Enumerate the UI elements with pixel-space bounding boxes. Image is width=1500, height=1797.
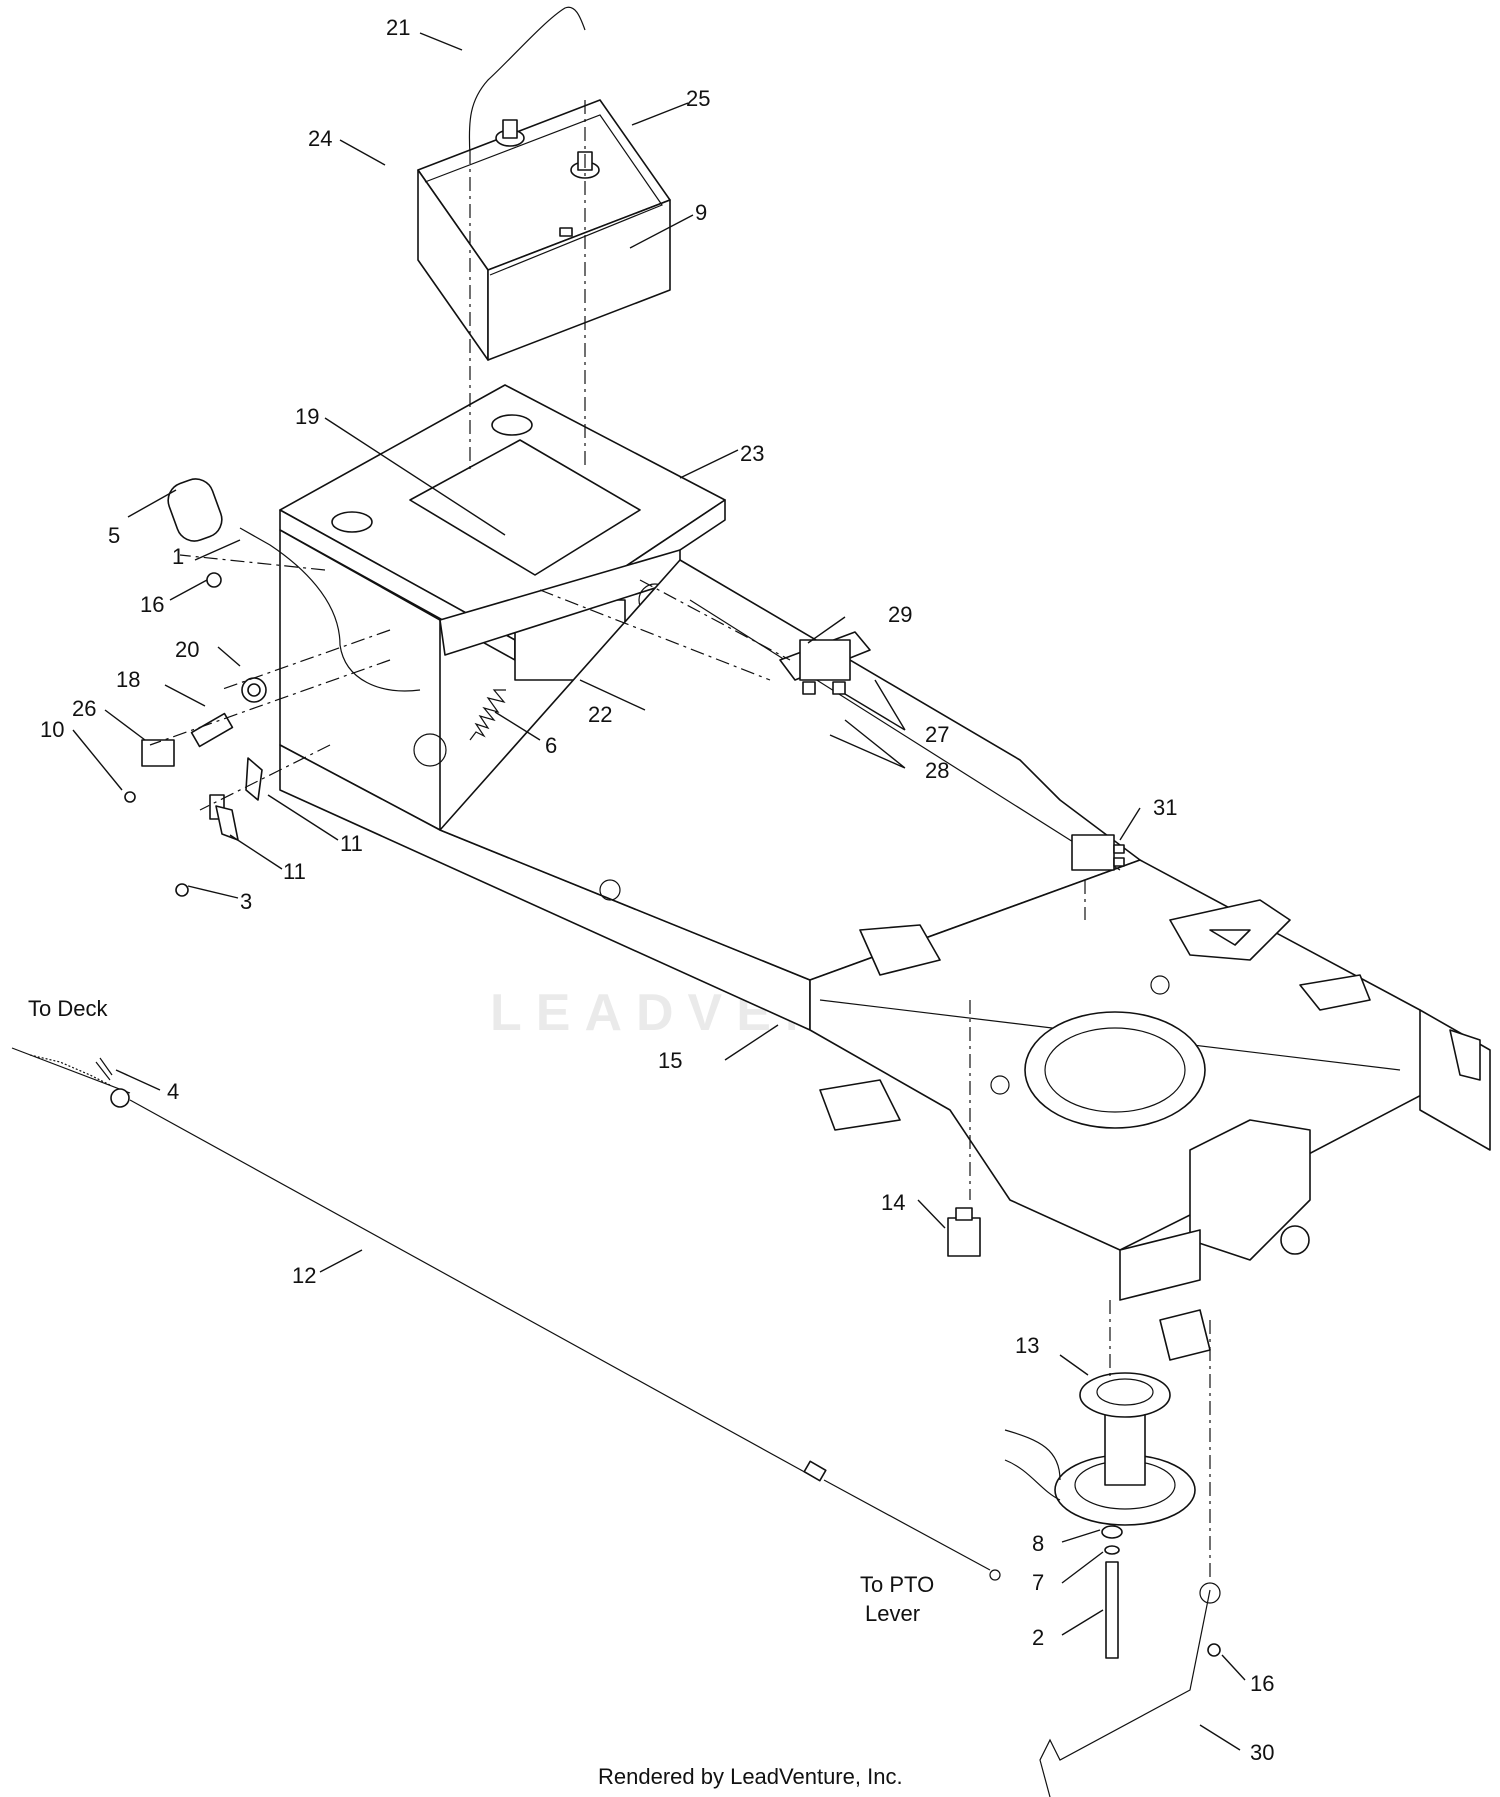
callout: 15 <box>658 1048 682 1073</box>
callout: 11 <box>340 831 363 856</box>
callout: 23 <box>740 441 764 466</box>
callout: 6 <box>545 733 557 758</box>
callout: 7 <box>1032 1570 1044 1595</box>
lever-assembly <box>124 478 421 897</box>
callout: 14 <box>881 1190 905 1215</box>
callout: 29 <box>888 602 912 627</box>
bolt <box>1207 1643 1221 1657</box>
callouts: 21 25 24 9 19 23 5 1 16 20 29 18 26 10 2… <box>40 15 1274 1765</box>
callout: 19 <box>295 404 319 429</box>
callout: 12 <box>292 1263 316 1288</box>
callout: 26 <box>72 696 96 721</box>
callout: 10 <box>40 717 64 742</box>
drive-belt <box>1004 1429 1061 1501</box>
callout: 8 <box>1032 1531 1044 1556</box>
rod-hook <box>1199 1582 1221 1604</box>
footer-credit: Rendered by LeadVenture, Inc. <box>598 1764 903 1789</box>
leader-lines <box>72 32 1246 1751</box>
seat-switch <box>947 1207 981 1257</box>
callout: 31 <box>1153 795 1177 820</box>
callout: 5 <box>108 523 120 548</box>
callout: 25 <box>686 86 710 111</box>
callout: 16 <box>140 592 164 617</box>
callout: 9 <box>695 200 707 225</box>
main-frame <box>279 559 1491 1361</box>
relay <box>1071 834 1125 871</box>
frame-side-plate <box>279 529 681 831</box>
callout: 16 <box>1250 1671 1274 1696</box>
callout: 18 <box>116 667 140 692</box>
callout: 4 <box>167 1079 179 1104</box>
label-to-deck: To Deck <box>28 996 108 1021</box>
callout: 11 <box>283 859 306 884</box>
callout: 1 <box>172 544 184 569</box>
battery <box>417 99 671 361</box>
battery-hold-down-rod <box>468 6 586 156</box>
idler-pulley <box>1054 1372 1196 1659</box>
cotter-pin <box>95 1057 113 1081</box>
solenoid <box>779 631 871 695</box>
label-to-pto: To PTO <box>860 1572 934 1597</box>
callout: 27 <box>925 722 949 747</box>
pto-cable <box>11 1047 1001 1581</box>
callout: 3 <box>240 889 252 914</box>
spring <box>469 689 506 741</box>
callout: 2 <box>1032 1625 1044 1650</box>
callout: 20 <box>175 637 199 662</box>
callout: 22 <box>588 702 612 727</box>
callout: 13 <box>1015 1333 1039 1358</box>
callout: 28 <box>925 758 949 783</box>
callout: 30 <box>1250 1740 1274 1765</box>
assembly-lines <box>149 100 1211 1580</box>
callout: 21 <box>386 15 410 40</box>
label-lever: Lever <box>865 1601 920 1626</box>
callout: 24 <box>308 126 332 151</box>
return-rod <box>1039 1589 1211 1797</box>
